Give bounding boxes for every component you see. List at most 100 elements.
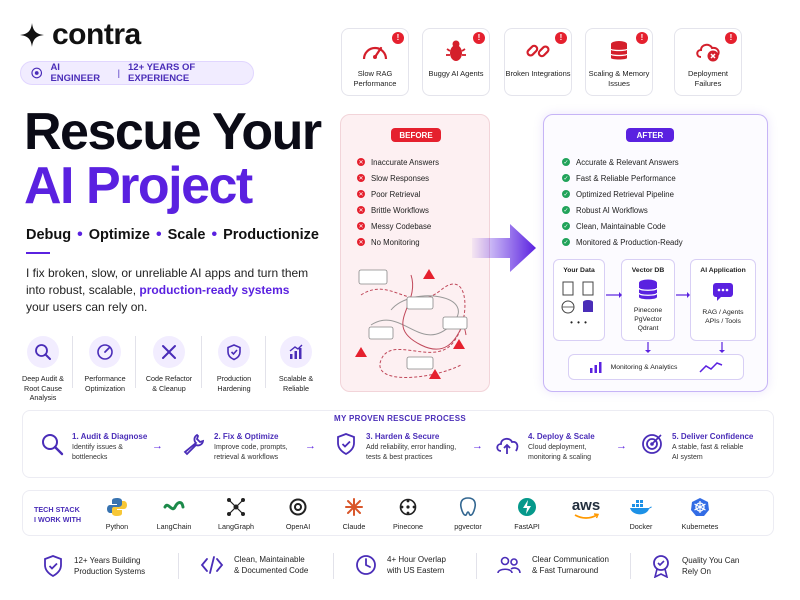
brand-logo: contra: [20, 18, 141, 52]
service-label: Deep Audit & Root Cause Analysis: [22, 374, 64, 402]
langchain-icon: [163, 501, 185, 511]
broken-link-icon: [526, 44, 550, 58]
alert-badge: !: [473, 32, 485, 44]
arch-title: Vector DB: [631, 267, 665, 274]
service-label: Code Refactor & Cleanup: [145, 374, 193, 393]
tech-langchain: LangChain: [146, 497, 202, 531]
service-divider: [201, 336, 202, 388]
check-icon: ✓: [562, 238, 570, 246]
growth-chart-icon: [289, 344, 303, 359]
feature-clean-code: Clean, Maintainable& Documented Code: [200, 554, 308, 576]
list-item: ✕Poor Retrieval: [357, 186, 439, 202]
langgraph-icon: [227, 498, 245, 516]
feature-line: Production Systems: [74, 567, 146, 576]
tech-aws: aws: [558, 497, 614, 522]
tagline-productionize: Productionize: [223, 227, 319, 243]
problem-label: Slow RAG Performance: [353, 69, 397, 88]
hero-title-line2: AI Project: [24, 157, 253, 215]
tech-langgraph: LangGraph: [208, 497, 264, 531]
x-icon: ✕: [357, 158, 365, 166]
step-desc: AI system: [672, 453, 703, 461]
check-icon: ✓: [562, 158, 570, 166]
pinecone-icon: [399, 498, 417, 516]
list-item: ✓Optimized Retrieval Pipeline: [562, 186, 683, 202]
x-icon: ✕: [357, 206, 365, 214]
item-label: Robust AI Workflows: [576, 205, 648, 215]
cloud-upload-icon: [496, 437, 519, 454]
step-desc: Improve code, prompts,: [214, 444, 288, 451]
step-arrow-icon: →: [616, 440, 627, 452]
contra-star-icon: [20, 23, 44, 47]
bug-icon: [446, 40, 466, 61]
service-scalable: Scalable & Reliable: [270, 336, 322, 393]
tech-claude: Claude: [326, 497, 382, 531]
step-arrow-icon: →: [305, 440, 316, 452]
chip-icon: [31, 67, 43, 79]
alert-badge: !: [725, 32, 737, 44]
arch-title: AI Application: [700, 267, 746, 274]
tech-label: OpenAI: [285, 522, 311, 531]
service-label: Production Hardening: [216, 374, 252, 393]
more-dots: • • •: [570, 318, 588, 327]
arch-title: Your Data: [563, 267, 595, 274]
tech-label: LangGraph: [218, 522, 254, 531]
item-label: Brittle Workflows: [371, 205, 429, 215]
feature-line: Rely On: [682, 567, 711, 576]
step-arrow-icon: →: [472, 440, 483, 452]
problem-buggy-agents: ! Buggy AI Agents: [422, 28, 490, 96]
pgvector-icon: [459, 497, 477, 516]
item-label: Accurate & Relevant Answers: [576, 157, 679, 167]
alert-badge: !: [392, 32, 404, 44]
chat-bubble-icon: [713, 283, 733, 301]
list-item: ✕No Monitoring: [357, 234, 439, 250]
experience-label: 12+ YEARS OF EXPERIENCE: [128, 62, 196, 84]
feature-divider: [178, 553, 179, 579]
tech-python: Python: [89, 497, 145, 531]
stack-title-line: TECH STACK: [34, 505, 80, 514]
hero-tagline: Debug • Optimize • Scale • Productionize: [26, 226, 319, 244]
tech-fastapi: FastAPI: [499, 497, 555, 531]
tech-label: FastAPI: [514, 522, 540, 531]
step-desc: tests & best practices: [366, 453, 433, 461]
app-item: RAG / Agents: [702, 309, 744, 316]
item-label: Monitored & Production-Ready: [576, 237, 683, 247]
tagline-scale: Scale: [167, 227, 206, 243]
data-files-icon: [561, 281, 594, 314]
check-icon: ✓: [562, 190, 570, 198]
item-label: No Monitoring: [371, 237, 420, 247]
wrench-icon: [183, 433, 205, 456]
problem-label: Deployment Failures: [687, 69, 729, 88]
kubernetes-icon: [691, 498, 709, 516]
tech-docker: Docker: [613, 497, 669, 531]
step-desc: bottlenecks: [72, 453, 108, 461]
item-label: Poor Retrieval: [371, 189, 421, 199]
tech-stack-section: [22, 490, 774, 536]
list-item: ✕Messy Codebase: [357, 218, 439, 234]
before-tag: BEFORE: [391, 128, 441, 142]
list-item: ✕Inaccurate Answers: [357, 154, 439, 170]
tech-stack-title: TECH STACK I WORK WITH: [34, 505, 81, 525]
item-label: Clean, Maintainable Code: [576, 221, 666, 231]
claude-icon: [345, 498, 363, 516]
tech-label: pgvector: [454, 522, 482, 531]
service-label: Performance Optimization: [84, 374, 126, 393]
tagline-optimize: Optimize: [88, 227, 150, 243]
people-icon: [497, 556, 521, 574]
x-icon: ✕: [357, 222, 365, 230]
step-title: 3. Harden & Secure: [366, 432, 440, 441]
service-label: Scalable & Reliable: [278, 374, 314, 393]
arch-monitoring: Monitoring & Analytics: [568, 354, 744, 380]
arch-vector-db: Vector DB Pinecone PgVector Qdrant: [621, 259, 675, 341]
feature-line: 4+ Hour Overlap: [387, 555, 446, 564]
service-audit: Deep Audit & Root Cause Analysis: [17, 336, 69, 403]
step-title: 4. Deploy & Scale: [528, 432, 595, 441]
shield-icon: [227, 344, 241, 361]
list-item: ✓Robust AI Workflows: [562, 202, 683, 218]
step-title: 2. Fix & Optimize: [214, 432, 279, 441]
tech-kubernetes: Kubernetes: [672, 497, 728, 531]
service-divider: [135, 336, 136, 388]
